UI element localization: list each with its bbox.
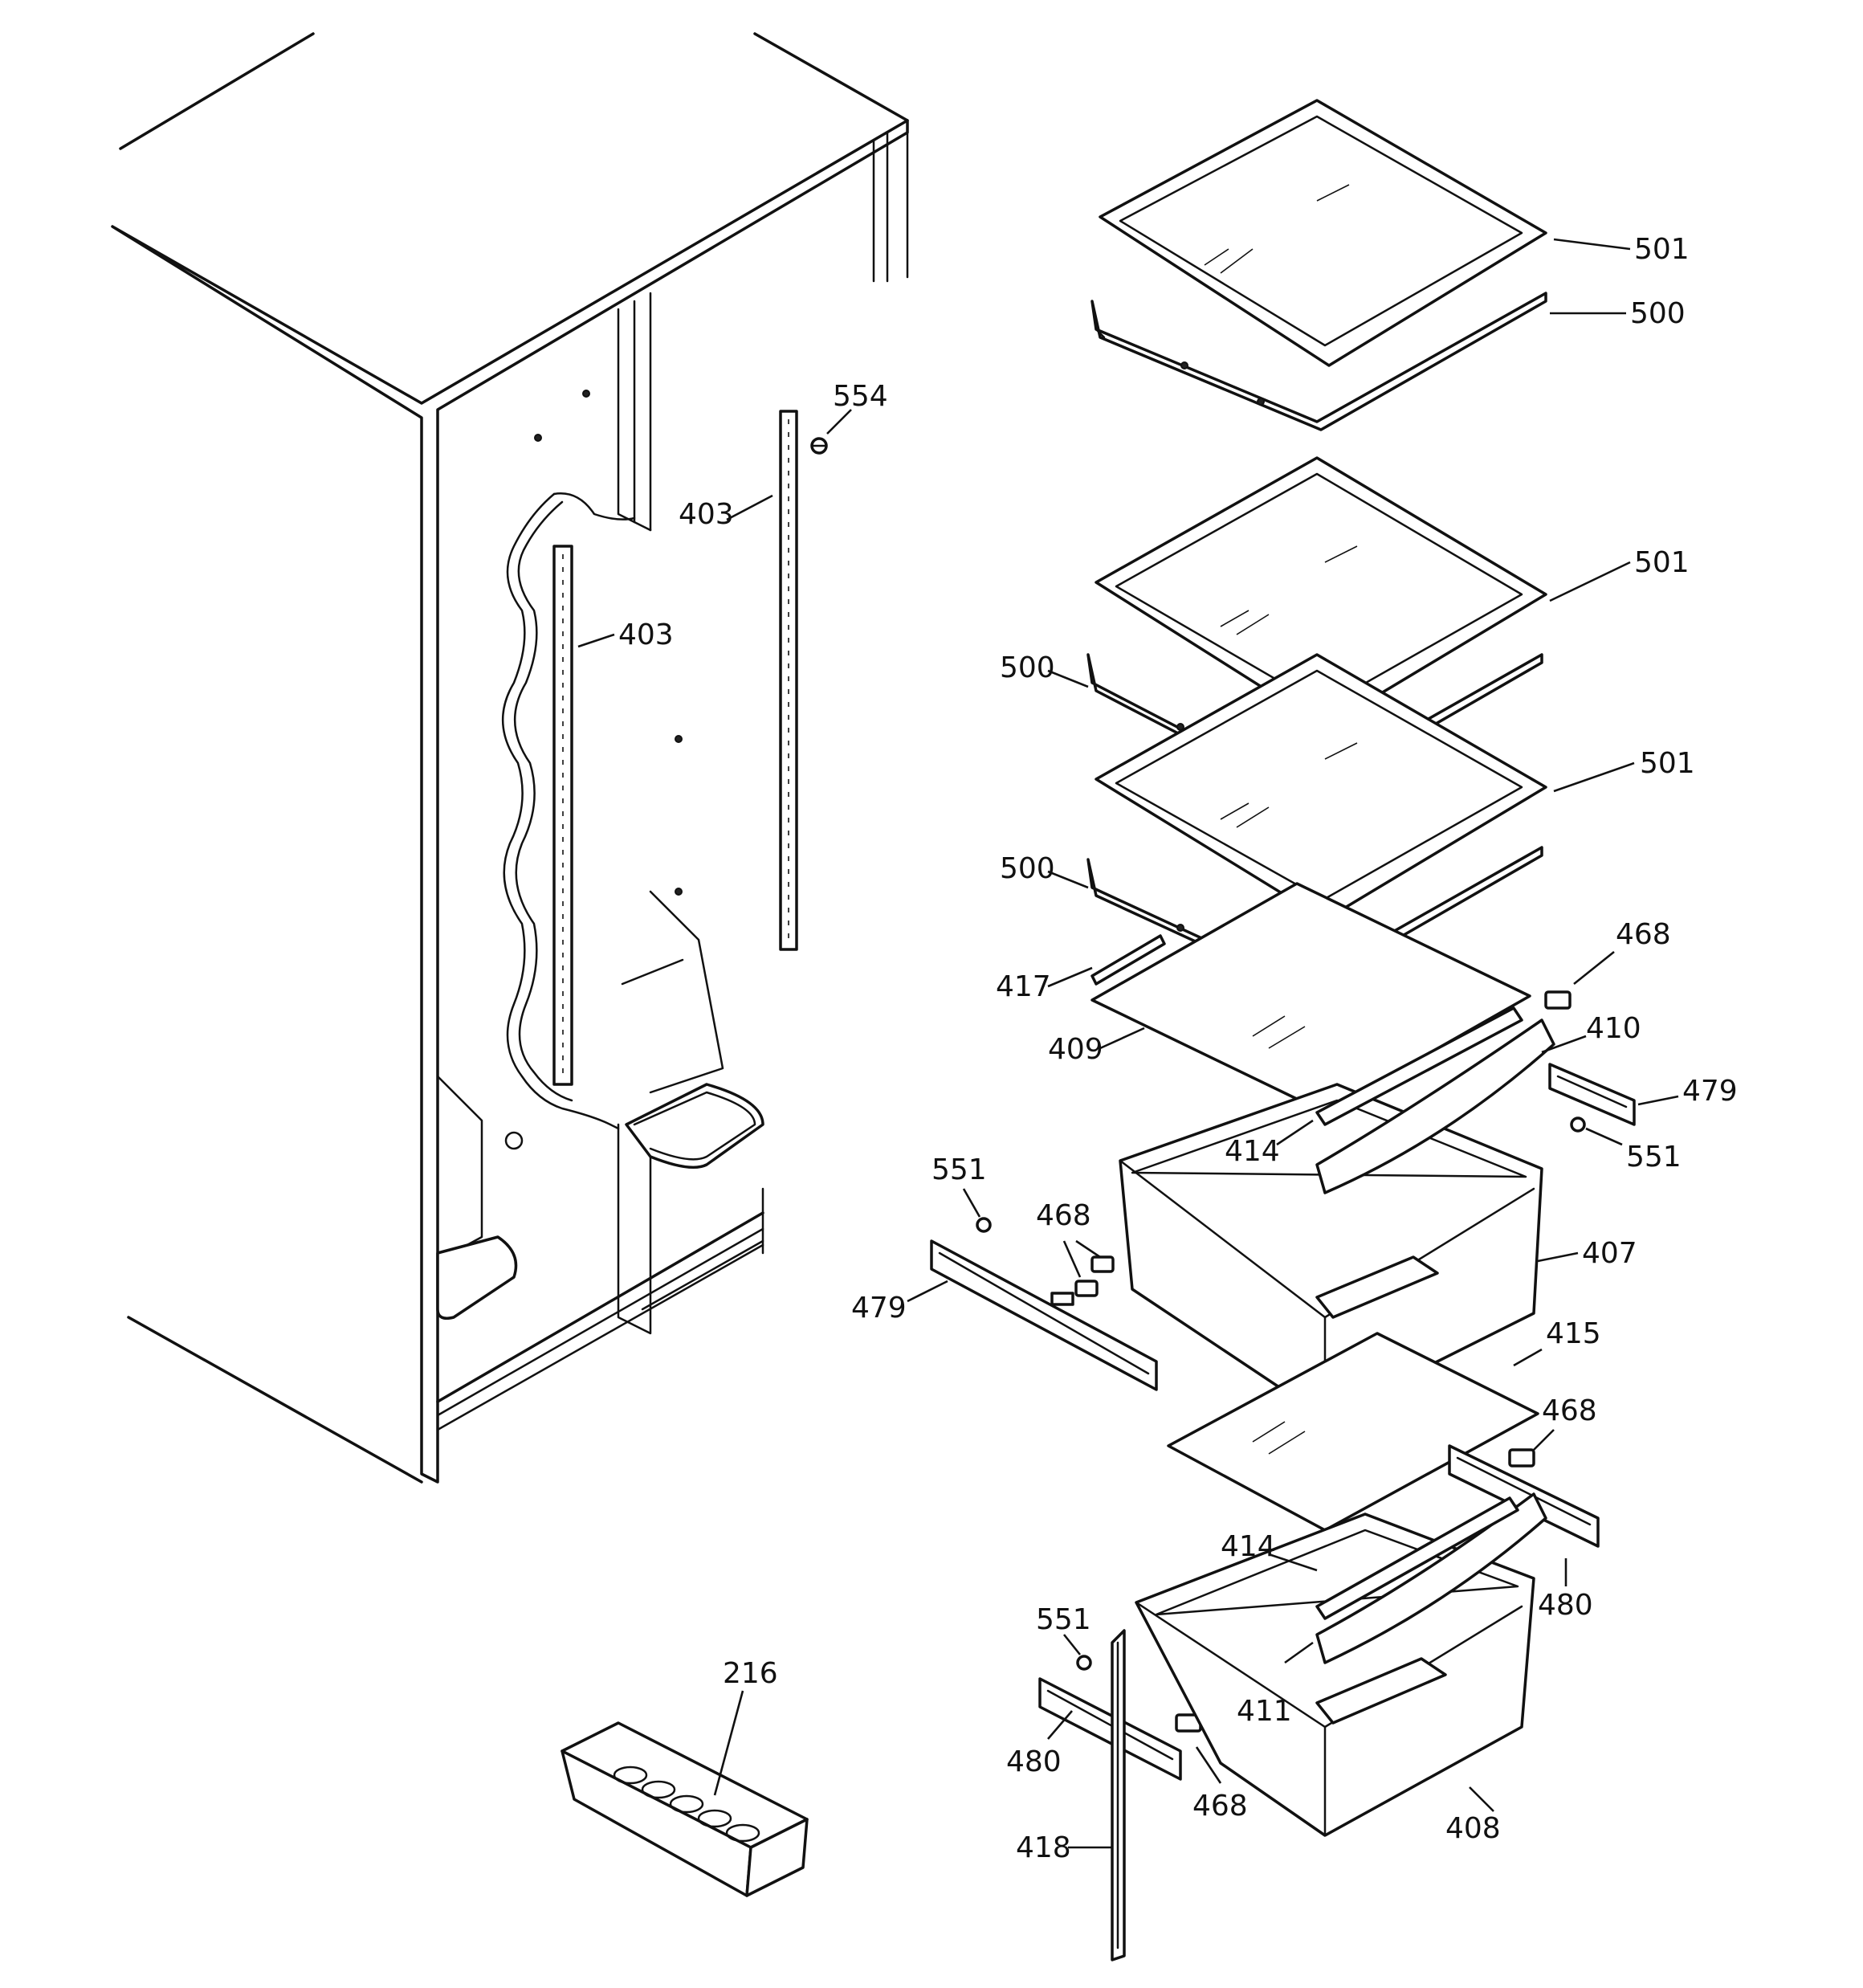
leader-417 bbox=[1047, 966, 1093, 988]
refrigerator-cabinet bbox=[111, 32, 909, 1484]
callout-418: 418 bbox=[1016, 1831, 1071, 1864]
leader-501c bbox=[1553, 761, 1635, 793]
callout-468: 468 bbox=[1616, 918, 1671, 951]
callout-480: 480 bbox=[1538, 1589, 1593, 1622]
shelf-frame-500-top bbox=[1090, 292, 1547, 431]
leader-468b-1 bbox=[1062, 1240, 1082, 1278]
leader-479a bbox=[1637, 1095, 1679, 1106]
leader-500c bbox=[1047, 870, 1089, 889]
rail-418 bbox=[1111, 1629, 1126, 1961]
callout-500: 500 bbox=[1630, 297, 1686, 330]
drawer-407 bbox=[1119, 1083, 1543, 1419]
drawer-divider-414-lower bbox=[1315, 1496, 1519, 1620]
leader-551c bbox=[1062, 1634, 1082, 1655]
callout-414: 414 bbox=[1225, 1135, 1280, 1168]
clip-468-c bbox=[1508, 1448, 1535, 1468]
clip-468-a bbox=[1544, 990, 1572, 1010]
drawer-front-handle-411 bbox=[1315, 1492, 1547, 1664]
screw-551-right bbox=[1570, 1116, 1586, 1133]
callout-403: 403 bbox=[618, 618, 674, 651]
callout-410: 410 bbox=[1586, 1012, 1641, 1045]
egg-tray-216 bbox=[561, 1721, 809, 1897]
callout-415: 415 bbox=[1546, 1317, 1601, 1350]
leader-lines bbox=[577, 238, 1679, 1849]
screw-551-lower bbox=[1076, 1655, 1092, 1671]
leader-408 bbox=[1469, 1786, 1494, 1812]
callout-403: 403 bbox=[679, 498, 734, 531]
glass-shelf-501-lower bbox=[1095, 653, 1547, 921]
shelf-ladder-403-rear bbox=[779, 410, 798, 951]
leader-468a bbox=[1573, 950, 1615, 986]
glass-shelf-501-top bbox=[1099, 99, 1547, 367]
callout-216: 216 bbox=[723, 1657, 778, 1690]
callout-468: 468 bbox=[1542, 1394, 1597, 1427]
callout-551: 551 bbox=[932, 1153, 987, 1186]
leader-468b-2 bbox=[1075, 1239, 1101, 1259]
callout-501: 501 bbox=[1634, 233, 1690, 266]
drawer-slide-479-right bbox=[1548, 1063, 1636, 1126]
leader-414a bbox=[1276, 1119, 1314, 1146]
leader-501b bbox=[1549, 561, 1631, 602]
callout-468: 468 bbox=[1192, 1790, 1248, 1823]
leader-554 bbox=[826, 409, 852, 435]
callout-501: 501 bbox=[1634, 546, 1690, 579]
leader-409 bbox=[1099, 1027, 1145, 1050]
rail-417 bbox=[1090, 934, 1166, 986]
drawer-slide-480-left bbox=[1038, 1677, 1182, 1781]
crisper-cover-glass-415 bbox=[1167, 1332, 1539, 1532]
leader-468c bbox=[1533, 1429, 1555, 1451]
callout-480: 480 bbox=[1006, 1745, 1062, 1778]
callout-551: 551 bbox=[1036, 1603, 1091, 1636]
screw-554 bbox=[810, 437, 828, 455]
callout-407: 407 bbox=[1582, 1237, 1637, 1270]
leader-411 bbox=[1284, 1641, 1314, 1664]
leader-216 bbox=[713, 1690, 744, 1796]
callout-411: 411 bbox=[1237, 1695, 1292, 1728]
leader-551a bbox=[1585, 1127, 1623, 1146]
leader-501a bbox=[1553, 238, 1631, 251]
leader-403b bbox=[577, 633, 615, 648]
leader-403a bbox=[726, 494, 773, 521]
callout-479: 479 bbox=[1682, 1075, 1738, 1108]
callout-417: 417 bbox=[996, 970, 1051, 1003]
leader-500b bbox=[1047, 669, 1089, 688]
glass-shelf-501-middle bbox=[1095, 456, 1547, 729]
shelf-ladder-403-front bbox=[552, 545, 573, 1086]
callout-501: 501 bbox=[1640, 747, 1695, 780]
callout-409: 409 bbox=[1048, 1033, 1103, 1066]
drawer-front-handle-410 bbox=[1315, 1018, 1555, 1194]
screw-551-left bbox=[976, 1217, 992, 1233]
callout-500: 500 bbox=[1000, 852, 1055, 885]
clip-468-b bbox=[1074, 1255, 1115, 1297]
callout-414: 414 bbox=[1221, 1530, 1276, 1563]
callout-551: 551 bbox=[1626, 1141, 1682, 1174]
drawer-slide-479-left bbox=[930, 1239, 1158, 1391]
callout-408: 408 bbox=[1445, 1812, 1501, 1845]
drawer-divider-414-upper bbox=[1315, 1006, 1523, 1126]
crisper-cover-glass-409 bbox=[1090, 882, 1531, 1114]
leader-480b bbox=[1047, 1710, 1073, 1740]
leader-479b bbox=[907, 1280, 948, 1303]
leader-414b bbox=[1268, 1553, 1318, 1572]
leader-410 bbox=[1541, 1035, 1587, 1054]
leader-407 bbox=[1537, 1251, 1579, 1263]
leader-468d bbox=[1195, 1746, 1222, 1784]
callout-479: 479 bbox=[851, 1292, 907, 1325]
callout-500: 500 bbox=[1000, 651, 1055, 684]
drawer-slide-480-right bbox=[1448, 1444, 1600, 1548]
callout-554: 554 bbox=[833, 380, 888, 413]
leader-415 bbox=[1513, 1348, 1543, 1367]
callout-labels: 501 500 554 403 403 501 500 501 500 468 … bbox=[618, 233, 1738, 1864]
leader-551b bbox=[962, 1188, 981, 1218]
callout-468: 468 bbox=[1036, 1199, 1091, 1232]
